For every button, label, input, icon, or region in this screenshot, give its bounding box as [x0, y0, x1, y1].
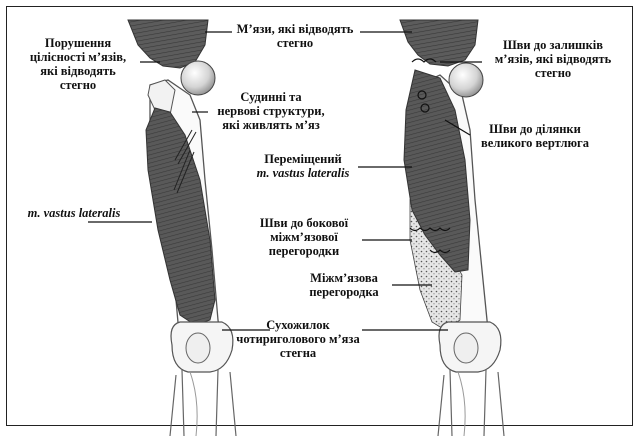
label-vastus-lateralis: m. vastus lateralis [18, 206, 130, 220]
right-tibia [438, 370, 504, 436]
label-displaced-vastus: Переміщений m. vastus lateralis [244, 152, 362, 180]
left-patella [186, 333, 210, 363]
right-patella [454, 333, 478, 363]
left-tibia [170, 370, 236, 436]
right-femoral-head [449, 63, 483, 97]
left-thigh [128, 20, 236, 436]
right-abductor-muscles [400, 20, 478, 66]
label-abductor-disruption: Порушення цілісності м’язів, які відводя… [14, 36, 142, 92]
label-sutures-trochanter: Шви до ділянки великого вертлюга [470, 122, 600, 150]
left-vastus-lateralis [146, 108, 215, 325]
label-vessels-nerves: Судинні та нервові структури, які живлят… [206, 90, 336, 132]
label-sutures-abductors: Шви до залишків м’язів, які відводять ст… [482, 38, 624, 80]
label-abductors: М’язи, які відводять стегно [230, 22, 360, 50]
right-thigh [400, 20, 504, 436]
label-septum: Міжм’язова перегородка [296, 271, 392, 299]
label-quadriceps-tendon: Сухожилок чотириголового м’яза стегна [232, 318, 364, 360]
label-sutures-septum: Шви до бокової міжм’язової перегородки [246, 216, 362, 258]
